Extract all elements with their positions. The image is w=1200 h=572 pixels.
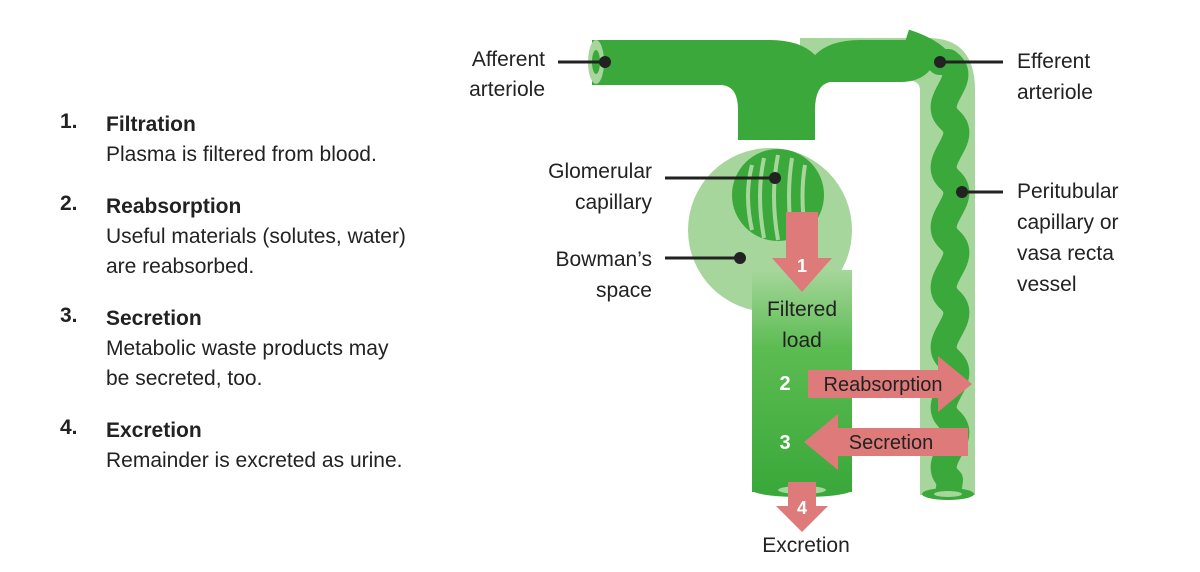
efferent-label-line: Efferent <box>1017 50 1090 73</box>
step-description-line: Useful materials (solutes, water) <box>106 225 406 248</box>
step-reabsorption: 2. Reabsorption Useful materials (solute… <box>60 192 500 282</box>
excretion-label: Excretion <box>762 534 850 557</box>
step-number: 1. <box>60 110 78 133</box>
step-excretion: 4. Excretion Remainder is excreted as ur… <box>60 416 500 476</box>
arterioles <box>588 40 930 140</box>
step-secretion: 3. Secretion Metabolic waste products ma… <box>60 304 500 394</box>
step-description-line: Metabolic waste products may <box>106 337 389 360</box>
afferent-pointer-dot <box>599 56 611 68</box>
afferent-label-line: Afferent <box>472 48 545 71</box>
label-pointers <box>558 60 1003 260</box>
reabsorption-label: Reabsorption <box>824 374 943 396</box>
afferent-label-line: arteriole <box>469 78 545 101</box>
glomerular-label-line: Glomerular <box>548 160 652 183</box>
reabsorption-arrow <box>808 356 972 412</box>
step-number: 4. <box>60 416 78 439</box>
filtration-arrow <box>772 212 832 292</box>
step-title: Filtration <box>106 113 196 136</box>
filtered-load-label-line: load <box>782 329 822 352</box>
steps-list: 1. Filtration Plasma is filtered from bl… <box>60 110 500 498</box>
filtered-load-label-line: Filtered <box>767 298 837 321</box>
step-description-line: are reabsorbed. <box>106 255 255 278</box>
arrow-number-2: 2 <box>779 373 790 395</box>
bowmans-label-line: space <box>596 279 652 302</box>
secretion-label: Secretion <box>849 432 934 454</box>
step-description-line: Plasma is filtered from blood. <box>106 143 377 166</box>
peritubular-pointer-dot <box>956 186 968 198</box>
excretion-arrow <box>776 482 828 532</box>
step-number: 2. <box>60 192 78 215</box>
step-title: Excretion <box>106 419 202 442</box>
arrow-number-4: 4 <box>797 498 807 518</box>
peritubular-label-line: Peritubular <box>1017 180 1119 203</box>
step-description-line: Remainder is excreted as urine. <box>106 449 403 472</box>
step-number: 3. <box>60 304 78 327</box>
step-description-line: be secreted, too. <box>106 367 263 390</box>
step-title: Secretion <box>106 307 202 330</box>
vasa-recta-wave <box>900 29 970 497</box>
efferent-pointer-dot <box>934 56 946 68</box>
peritubular-label-line: capillary or <box>1017 211 1119 234</box>
glomerular-pointer-dot <box>769 172 781 184</box>
step-filtration: 1. Filtration Plasma is filtered from bl… <box>60 110 500 170</box>
arrow-number-1: 1 <box>797 256 807 276</box>
efferent-label-line: arteriole <box>1017 81 1093 104</box>
peritubular-label-line: vasa recta <box>1017 242 1114 265</box>
peritubular-label-line: vessel <box>1017 273 1077 296</box>
step-title: Reabsorption <box>106 195 242 218</box>
bowmans-pointer-dot <box>734 252 746 264</box>
bowmans-label-line: Bowman’s <box>556 248 653 271</box>
glomerular-label-line: capillary <box>575 191 653 214</box>
secretion-arrow <box>804 414 968 470</box>
arrow-number-3: 3 <box>779 432 790 454</box>
